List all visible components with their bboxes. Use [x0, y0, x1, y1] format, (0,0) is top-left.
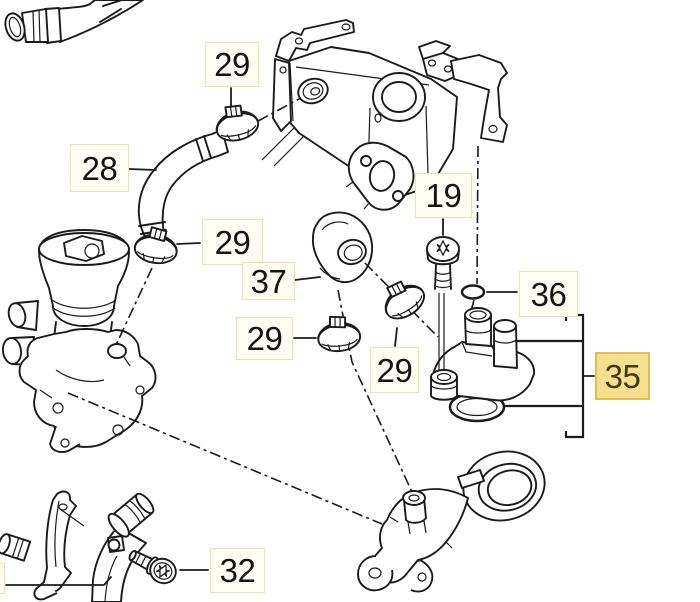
coolant-hose-top-left — [2, 0, 143, 43]
callout-29d[interactable]: 29 — [370, 347, 419, 393]
callout-29a[interactable]: 29 — [205, 42, 259, 87]
callout-leader-lines — [6, 88, 594, 585]
callout-37[interactable]: 37 — [242, 262, 295, 300]
torx-bolt-32 — [125, 544, 180, 588]
torx-bolt-19 — [427, 237, 459, 289]
egr-cooler-assembly — [262, 20, 507, 210]
callout-35[interactable]: 35 — [595, 352, 650, 400]
assembly-guide-lines — [68, 98, 478, 524]
stud-bolt-left — [0, 533, 30, 561]
callout-29b[interactable]: 29 — [202, 219, 263, 265]
callout-partial-left[interactable] — [0, 563, 5, 594]
molded-hose-37 — [313, 212, 372, 282]
callout-36[interactable]: 36 — [519, 271, 578, 317]
hose-clamp-29d — [374, 271, 431, 326]
cooler-inlet-stub — [295, 75, 331, 107]
hose-clamp-29c — [315, 312, 363, 355]
oil-filter-housing — [1, 230, 155, 452]
callout-29c[interactable]: 29 — [236, 317, 293, 360]
egr-flange-part — [358, 443, 552, 591]
hose-clamp-29b — [132, 224, 181, 267]
callout-19[interactable]: 19 — [415, 173, 472, 218]
callout-28[interactable]: 28 — [70, 144, 129, 192]
coolant-connection-housing-35 — [431, 293, 534, 421]
callout-32[interactable]: 32 — [210, 548, 265, 593]
o-ring-36 — [462, 286, 484, 299]
mounting-bracket — [34, 492, 84, 600]
